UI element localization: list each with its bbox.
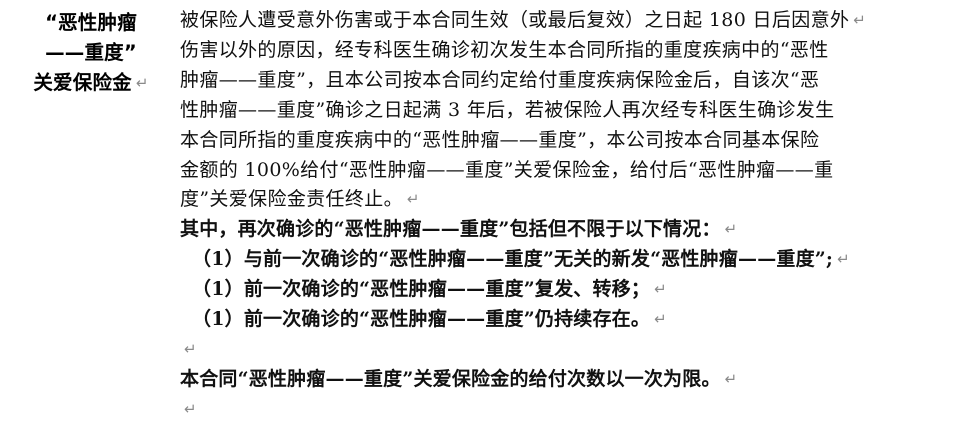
clause-text-line: 本合同所指的重度疾病中的“恶性肿瘤——重度”，本公司按本合同基本保险 [180, 126, 972, 156]
clause-term-line-2: ——重度” [45, 41, 137, 64]
line-text: （1）前一次确诊的“恶性肿瘤——重度”仍持续存在。 [192, 308, 651, 331]
line-text: 金额的 100%给付“恶性肿瘤——重度”关爱保险金，给付后“恶性肿瘤——重 [180, 158, 834, 181]
paragraph-mark-icon [829, 41, 833, 59]
paragraph-mark-icon [834, 101, 838, 119]
clause-term-line-3: 关爱保险金↵ [8, 68, 174, 98]
empty-paragraph: ↵ [180, 395, 972, 425]
paragraph-mark-icon [819, 71, 823, 89]
line-text: 本合同所指的重度疾病中的“恶性肿瘤——重度”，本公司按本合同基本保险 [180, 128, 820, 151]
empty-paragraph: ↵ [180, 335, 972, 365]
paragraph-mark-icon: ↵ [184, 399, 197, 418]
line-text: 其中，再次确诊的“恶性肿瘤——重度”包括但不限于以下情况： [180, 218, 721, 241]
paragraph-mark-icon: ↵ [837, 250, 850, 269]
clause-description-cell: 被保险人遭受意外伤害或于本合同生效（或最后复效）之日起 180 日后因意外↵ 伤… [180, 6, 976, 425]
paragraph-mark-icon: ↵ [853, 11, 867, 29]
paragraph-mark-icon [819, 131, 823, 149]
line-text: 肿瘤——重度”，且本公司按本合同约定给付重度疾病保险金后，自该次“恶 [180, 68, 820, 91]
clause-summary-line: 本合同“恶性肿瘤——重度”关爱保险金的给付次数以一次为限。↵ [180, 365, 972, 395]
paragraph-mark-icon: ↵ [135, 74, 149, 92]
line-text: 被保险人遭受意外伤害或于本合同生效（或最后复效）之日起 180 日后因意外 [180, 9, 850, 31]
clause-text-line: 度”关爱保险金责任终止。↵ [180, 185, 972, 215]
line-text: （1）与前一次确诊的“恶性肿瘤——重度”无关的新发“恶性肿瘤——重度”; [192, 248, 834, 271]
paragraph-mark-icon: ↵ [724, 369, 738, 388]
paragraph-mark-icon: ↵ [724, 220, 738, 239]
clause-term-label: 关爱保险金 [33, 71, 132, 94]
clause-term-cell: “恶性肿瘤 ——重度” 关爱保险金↵ [0, 6, 180, 98]
line-text: 性肿瘤——重度”确诊之日起满 3 年后，若被保险人再次经专科医生确诊发生 [180, 98, 835, 121]
clause-subheading-line: 其中，再次确诊的“恶性肿瘤——重度”包括但不限于以下情况：↵ [180, 215, 972, 245]
clause-list-item: （1）与前一次确诊的“恶性肿瘤——重度”无关的新发“恶性肿瘤——重度”;↵ [180, 245, 972, 275]
line-text: 伤害以外的原因，经专科医生确诊初次发生本合同所指的重度疾病中的“恶性 [180, 38, 829, 61]
line-text: 本合同“恶性肿瘤——重度”关爱保险金的给付次数以一次为限。 [180, 367, 721, 390]
clause-text-line: 被保险人遭受意外伤害或于本合同生效（或最后复效）之日起 180 日后因意外↵ [180, 6, 972, 36]
paragraph-mark-icon [833, 161, 837, 179]
clause-text-line: 性肿瘤——重度”确诊之日起满 3 年后，若被保险人再次经专科医生确诊发生 [180, 96, 972, 126]
line-text: 度”关爱保险金责任终止。 [180, 188, 403, 211]
paragraph-mark-icon: ↵ [654, 310, 667, 329]
clause-list-item: （1）前一次确诊的“恶性肿瘤——重度”复发、转移；↵ [180, 275, 972, 305]
clause-text-line: 伤害以外的原因，经专科医生确诊初次发生本合同所指的重度疾病中的“恶性 [180, 36, 972, 66]
clause-text-line: 金额的 100%给付“恶性肿瘤——重度”关爱保险金，给付后“恶性肿瘤——重 [180, 156, 972, 186]
paragraph-mark-icon: ↵ [184, 339, 197, 358]
clause-table: “恶性肿瘤 ——重度” 关爱保险金↵ 被保险人遭受意外伤害或于本合同生效（或最后… [0, 6, 976, 425]
paragraph-mark-icon: ↵ [654, 280, 667, 299]
clause-term-line-1: “恶性肿瘤 [45, 11, 137, 34]
line-text: （1）前一次确诊的“恶性肿瘤——重度”复发、转移； [192, 278, 651, 301]
paragraph-mark-icon: ↵ [406, 190, 420, 209]
clause-list-item: （1）前一次确诊的“恶性肿瘤——重度”仍持续存在。↵ [180, 305, 972, 335]
clause-text-line: 肿瘤——重度”，且本公司按本合同约定给付重度疾病保险金后，自该次“恶 [180, 66, 972, 96]
